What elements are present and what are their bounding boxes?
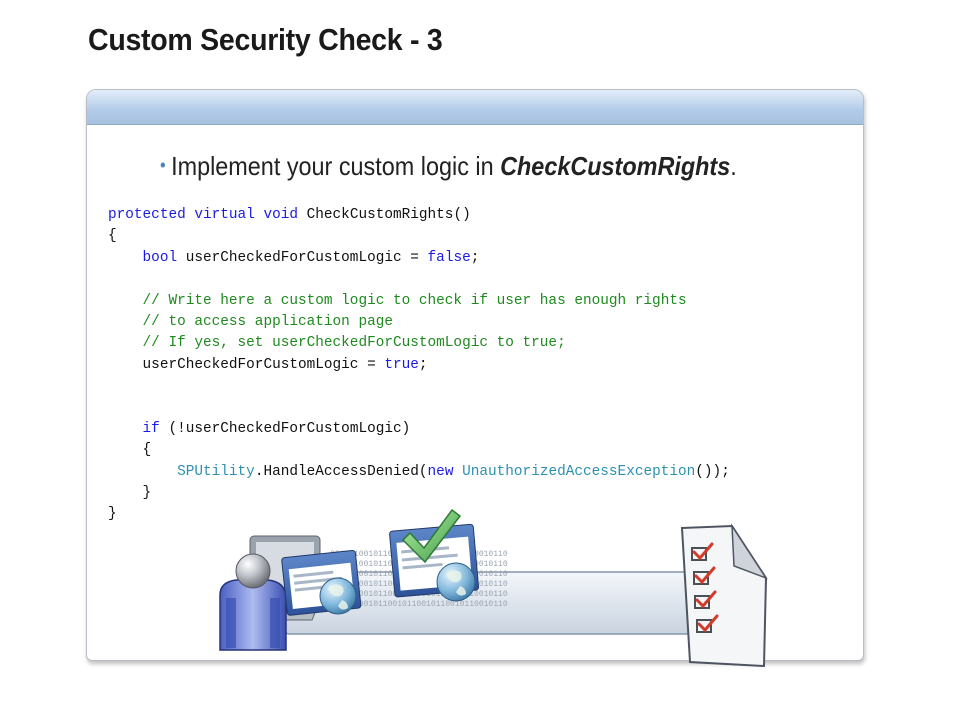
binary-line-6: 0010110010110010110010110010110010110	[330, 600, 508, 609]
code-token: {	[108, 228, 117, 245]
slide-title: Custom Security Check - 3	[88, 22, 443, 57]
code-token: }	[108, 485, 152, 502]
red-check-marks	[692, 542, 719, 633]
code-token: // If yes, set userCheckedForCustomLogic…	[142, 335, 566, 352]
code-token: bool	[142, 249, 178, 266]
bullet-suffix: .	[730, 151, 737, 181]
globe-icon	[319, 577, 357, 615]
code-token: // to access application page	[142, 313, 393, 330]
code-token: {	[108, 442, 152, 459]
panel-header-bar	[87, 90, 863, 125]
code-token: // Write here a custom logic to check if…	[142, 292, 687, 309]
code-token: protected virtual void	[108, 207, 298, 223]
code-line: if (!userCheckedForCustomLogic)	[108, 419, 730, 440]
code-token: .HandleAccessDenied(	[254, 463, 428, 480]
checkbox-icons	[691, 547, 712, 633]
code-line: }	[108, 504, 730, 525]
code-token: new	[427, 463, 454, 480]
code-token: CheckCustomRights()	[298, 207, 471, 223]
code-token: ;	[470, 249, 480, 266]
code-token: userCheckedForCustomLogic =	[177, 249, 428, 266]
code-token: false	[427, 249, 471, 266]
code-line: {	[108, 226, 730, 247]
bullet-icon: •	[160, 155, 166, 175]
checkmark-icon	[401, 508, 462, 564]
code-token: true	[384, 356, 419, 373]
bullet-emphasis: CheckCustomRights	[500, 151, 731, 181]
code-line: // If yes, set userCheckedForCustomLogic…	[108, 333, 730, 354]
globe-icon-2	[436, 562, 476, 602]
code-token: (!userCheckedForCustomLogic)	[159, 420, 411, 437]
bullet-text: Implement your custom logic in	[171, 151, 501, 181]
code-line: // to access application page	[108, 312, 730, 333]
code-line: bool userCheckedForCustomLogic = false;	[108, 248, 730, 269]
code-token: UnauthorizedAccessException	[462, 463, 696, 480]
code-token: ;	[418, 356, 428, 373]
code-line: // Write here a custom logic to check if…	[108, 291, 730, 312]
code-token: SPUtility	[177, 463, 255, 480]
code-line: SPUtility.HandleAccessDenied(new Unautho…	[108, 462, 730, 483]
code-token: if	[142, 420, 160, 437]
checklist-document-icon	[680, 523, 768, 668]
code-token: }	[108, 506, 117, 523]
code-token: userCheckedForCustomLogic =	[108, 356, 385, 373]
code-block: protected virtual void CheckCustomRights…	[108, 205, 730, 526]
bullet-point: •Implement your custom logic in CheckCus…	[160, 151, 737, 182]
code-line: {	[108, 440, 730, 461]
code-line: userCheckedForCustomLogic = true;	[108, 355, 730, 376]
code-line: protected virtual void CheckCustomRights…	[108, 205, 730, 226]
code-token: ());	[695, 463, 730, 480]
code-line: }	[108, 483, 730, 504]
